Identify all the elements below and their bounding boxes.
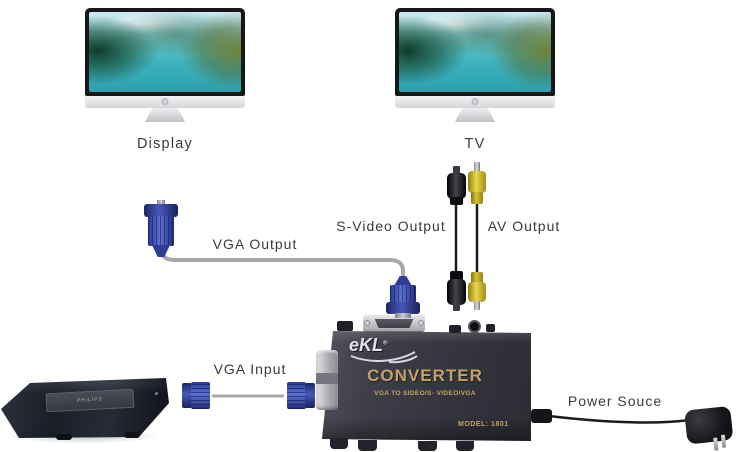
converter-model: MODEL: 1801	[458, 421, 509, 428]
display-monitor-button	[161, 98, 169, 105]
s-video-tip	[453, 166, 460, 174]
vga-in-port	[316, 350, 338, 410]
s-video-port	[449, 325, 461, 333]
brand-swoosh	[350, 351, 418, 364]
vga-input-connector-right	[283, 382, 315, 409]
av-connector-bottom	[468, 272, 486, 312]
converter-foot	[358, 440, 377, 451]
vga-connector-cap	[386, 302, 420, 314]
s-video-connector-bottom	[447, 271, 466, 311]
port-screw-nut	[418, 320, 424, 326]
port-screw-nut	[364, 320, 370, 326]
side-port-band	[316, 373, 338, 384]
power-adapter-rotated	[682, 399, 740, 452]
vga-connector-grip	[191, 382, 210, 409]
philips-logo: PHILIPS	[76, 396, 103, 403]
registered-mark: ®	[383, 340, 388, 347]
s-video-body	[447, 279, 466, 305]
av-port	[468, 320, 481, 333]
rca-boot	[471, 272, 483, 283]
tv-monitor-stand	[455, 108, 495, 122]
dvd-foot	[56, 434, 72, 440]
brand-text: eKL	[349, 335, 384, 355]
display-monitor-stand	[145, 108, 185, 122]
s-video-output-label: S-Video Output	[336, 218, 446, 234]
rca-metal-tip	[474, 301, 480, 310]
tv-monitor: TV	[395, 8, 555, 152]
power-adapter-body	[684, 405, 734, 445]
vga-output-label: VGA Output	[212, 236, 298, 252]
converter-foot	[418, 441, 437, 451]
s-video-tip	[453, 303, 460, 311]
rca-boot	[471, 192, 483, 204]
tv-monitor-chin	[395, 96, 555, 108]
vga-out-port	[363, 315, 425, 331]
vga-connector-taper	[394, 276, 412, 286]
vga-input-connector-left	[182, 382, 213, 409]
vga-connector-cap	[144, 204, 178, 217]
power-cable	[548, 414, 691, 424]
dvd-eject-led	[155, 392, 158, 395]
av-connector-top	[468, 162, 486, 204]
top-port-small	[337, 321, 353, 331]
vga-port-hole	[374, 319, 414, 328]
converter-foot	[330, 438, 348, 449]
s-video-body	[447, 173, 466, 199]
vga-connector-cap	[182, 383, 192, 408]
vga-metal-tip	[157, 200, 165, 205]
display-label: Display	[137, 136, 193, 152]
dvd-player: PHILIPS	[0, 376, 174, 446]
rca-body	[468, 282, 486, 302]
vga-output-connector-bottom	[386, 276, 420, 318]
dvd-foot	[124, 432, 140, 438]
top-port-small	[486, 324, 495, 332]
converter-subtitle: VGA TO SIDEO/S- VIDEO/VGA	[374, 390, 476, 397]
s-video-collar	[450, 197, 463, 205]
rca-body	[468, 171, 486, 193]
vga-connector-grip	[390, 285, 416, 303]
rca-metal-tip	[474, 162, 480, 172]
vga-connector-grip	[148, 216, 174, 246]
vga-input-label: VGA Input	[213, 361, 287, 377]
power-adapter	[684, 402, 738, 452]
dc-plug-tip	[518, 412, 533, 420]
display-monitor-chin	[85, 96, 245, 108]
tv-label: TV	[464, 136, 486, 152]
display-monitor: Display	[85, 8, 245, 152]
converter-box	[322, 331, 531, 441]
tv-screen-image	[399, 12, 551, 92]
tv-monitor-button	[471, 98, 479, 105]
display-screen-image	[89, 12, 241, 92]
converter-brand-logo: eKL®	[349, 335, 421, 365]
s-video-connector-top	[447, 166, 466, 206]
converter-title: CONVERTER	[367, 366, 483, 385]
converter-foot	[456, 441, 474, 451]
display-monitor-bezel	[85, 8, 245, 96]
vga-connector-taper	[152, 245, 170, 257]
vga-metal-tip	[395, 313, 411, 318]
vga-output-cable	[159, 246, 405, 282]
power-source-label: Power Souce	[567, 393, 663, 409]
vga-output-connector-top	[144, 200, 178, 258]
s-video-collar	[450, 271, 463, 280]
vga-connector-grip	[287, 382, 306, 409]
vga-connector-cap	[305, 383, 315, 408]
av-output-label: AV Output	[487, 218, 561, 234]
dc-plug-body	[531, 409, 552, 423]
tv-monitor-bezel	[395, 8, 555, 96]
